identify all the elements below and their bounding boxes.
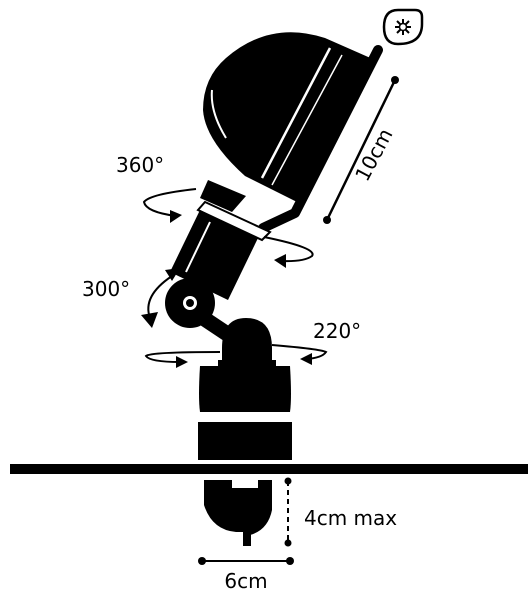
label-rotation-base: 220° — [313, 319, 361, 343]
rotation-arrow-joint — [141, 268, 180, 328]
base-body — [198, 366, 292, 460]
brand-badge-icon — [382, 8, 424, 46]
label-clamp-width: 6cm — [224, 569, 267, 593]
base-knuckle — [218, 318, 276, 366]
dimension-6cm — [198, 557, 294, 565]
rotation-arrow-base — [144, 344, 328, 368]
dimension-10cm — [323, 76, 399, 224]
rotation-arrow-head — [142, 188, 314, 268]
label-reflector-length: 10cm — [350, 124, 397, 185]
lamp-shade — [203, 32, 375, 205]
label-clamp-depth: 4cm max — [304, 506, 397, 530]
clamp-jaw — [198, 474, 292, 546]
dimension-4cm — [284, 477, 292, 547]
label-rotation-head: 360° — [116, 153, 164, 177]
lamp-neck — [170, 180, 272, 300]
label-rotation-arm: 300° — [82, 277, 130, 301]
shade-handle — [258, 45, 383, 233]
